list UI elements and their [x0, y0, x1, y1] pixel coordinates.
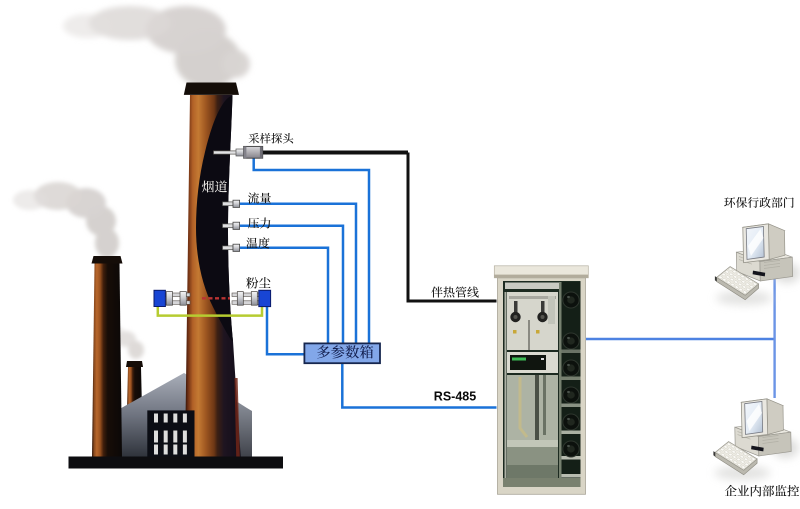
svg-text:RS-485: RS-485 [434, 389, 476, 403]
